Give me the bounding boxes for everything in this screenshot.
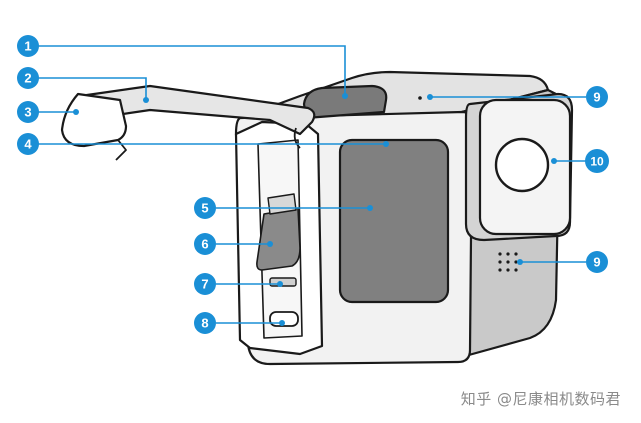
svg-text:9: 9 [593, 90, 600, 105]
callout-badge-5: 5 [194, 197, 216, 219]
svg-text:3: 3 [24, 105, 31, 120]
leader-7-end [277, 281, 283, 287]
svg-text:7: 7 [201, 277, 208, 292]
leader-5-end [367, 205, 373, 211]
callout-badge-4: 4 [17, 133, 39, 155]
leader-4-end [383, 141, 389, 147]
top-microphone-dot [418, 96, 422, 100]
leader-10-end [551, 158, 557, 164]
side-door [60, 84, 316, 161]
battery-pull-tab [267, 193, 297, 215]
callout-badge-2: 2 [17, 67, 39, 89]
callout-badge-3: 3 [17, 101, 39, 123]
door-latch-edge [115, 139, 127, 161]
leader-8-end [279, 320, 285, 326]
svg-text:8: 8 [201, 316, 208, 331]
watermark-text: 知乎 @尼康相机数码君 [460, 390, 621, 408]
leader-2 [38, 77, 147, 100]
callout-lines [38, 45, 586, 326]
callout-badges: 1 2 3 4 5 6 7 8 [17, 35, 609, 334]
leader-9-top-end [427, 94, 433, 100]
svg-text:1: 1 [24, 39, 31, 54]
callout-badge-1: 1 [17, 35, 39, 57]
leader-2-end [143, 97, 149, 103]
svg-text:10: 10 [590, 155, 604, 169]
leader-9-front-end [517, 259, 523, 265]
callout-badge-9-front: 9 [586, 251, 608, 273]
callout-badge-8: 8 [194, 312, 216, 334]
svg-text:5: 5 [201, 201, 208, 216]
callout-badge-6: 6 [194, 233, 216, 255]
lens-glass [494, 137, 550, 193]
shutter-button [302, 84, 388, 120]
callout-badge-9-top: 9 [586, 86, 608, 108]
svg-text:6: 6 [201, 237, 208, 252]
battery [256, 207, 301, 271]
leader-1-end [342, 93, 348, 99]
front-microphone-grille [498, 252, 518, 272]
leader-3-end [73, 109, 79, 115]
leader-6-end [267, 241, 273, 247]
front-screen [338, 138, 450, 304]
svg-text:9: 9 [593, 255, 600, 270]
callout-badge-10: 10 [585, 149, 609, 173]
leader-1 [38, 45, 346, 96]
door-hinge-pin [293, 127, 301, 149]
door-latch [60, 92, 128, 148]
door-panel [78, 84, 316, 136]
camera-body [234, 70, 574, 366]
callout-badge-7: 7 [194, 273, 216, 295]
svg-text:4: 4 [24, 137, 32, 152]
svg-text:2: 2 [24, 71, 31, 86]
